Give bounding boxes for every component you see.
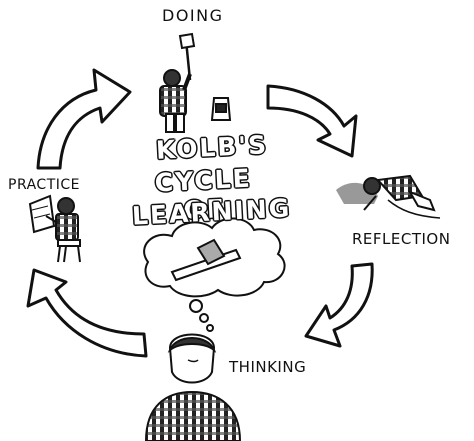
cycle-arrow-thinking-to-practice [26,268,148,358]
cycle-arrow-practice-to-doing [36,68,132,170]
stage-label-doing: DOING [162,6,224,25]
thought-cloud [143,217,286,332]
reflection-figure [336,174,441,219]
stage-label-thinking: THINKING [229,358,307,376]
doing-figure [159,32,232,133]
cycle-arrow-doing-to-reflection [266,84,358,158]
thinking-figure [144,333,242,441]
practice-figure [28,194,81,263]
stage-label-reflection: REFLECTION [352,230,451,248]
stage-label-practice: PRACTICE [8,177,81,193]
cycle-arrow-reflection-to-thinking [304,262,374,348]
